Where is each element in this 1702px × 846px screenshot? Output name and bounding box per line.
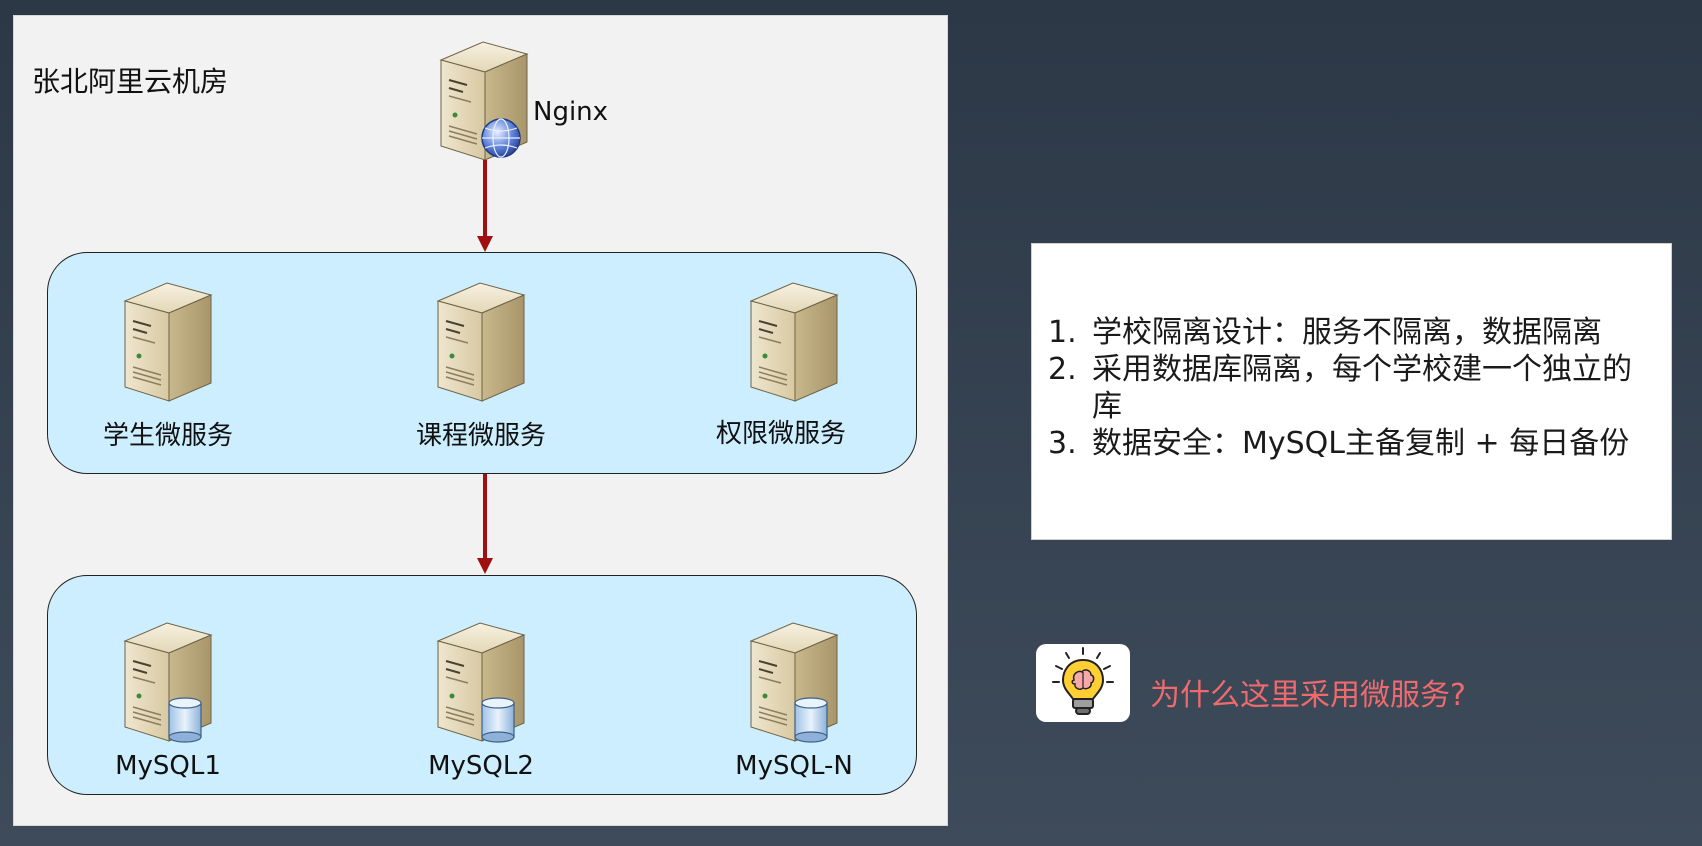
permission-service-server-icon [750,282,838,402]
question-text: 为什么这里采用微服务? [1150,678,1466,713]
mysql1-label: MySQL1 [115,751,221,781]
mysql-n-server-icon [750,622,838,743]
notes-list: 1. 学校隔离设计：服务不隔离，数据隔离 2. 采用数据库隔离，每个学校建一个独… [1048,314,1652,462]
note-text: 数据安全：MySQL主备复制 + 每日备份 [1092,426,1630,461]
note-number: 3. [1048,426,1077,461]
nginx-server-icon [440,41,528,161]
student-service-server-icon [124,282,212,402]
note-item: 2. 采用数据库隔离，每个学校建一个独立的库 [1048,351,1652,425]
note-number: 2. [1048,352,1077,387]
globe-icon [481,118,521,158]
note-item: 3. 数据安全：MySQL主备复制 + 每日备份 [1048,425,1652,462]
database-icon [481,697,515,743]
course-service-server-icon [437,282,525,402]
course-service-label: 课程微服务 [415,421,547,451]
notes-box: 1. 学校隔离设计：服务不隔离，数据隔离 2. 采用数据库隔离，每个学校建一个独… [1031,243,1672,540]
database-icon [794,697,828,743]
mysql2-label: MySQL2 [428,751,534,781]
database-icon [168,697,202,743]
nginx-label: Nginx [533,97,609,127]
mysql1-server-icon [124,622,212,743]
region-title: 张北阿里云机房 [32,65,229,98]
mysql2-server-icon [437,622,525,743]
permission-service-label: 权限微服务 [715,419,847,449]
arrow-to-services [477,160,493,252]
lightbulb-brain-icon [1036,644,1130,722]
note-text: 采用数据库隔离，每个学校建一个独立的库 [1092,352,1632,424]
arrow-to-databases [477,474,493,574]
student-service-label: 学生微服务 [102,421,234,451]
mysql-n-label: MySQL-N [735,751,853,781]
note-item: 1. 学校隔离设计：服务不隔离，数据隔离 [1048,314,1652,351]
note-text: 学校隔离设计：服务不隔离，数据隔离 [1092,315,1602,350]
note-number: 1. [1048,315,1077,350]
